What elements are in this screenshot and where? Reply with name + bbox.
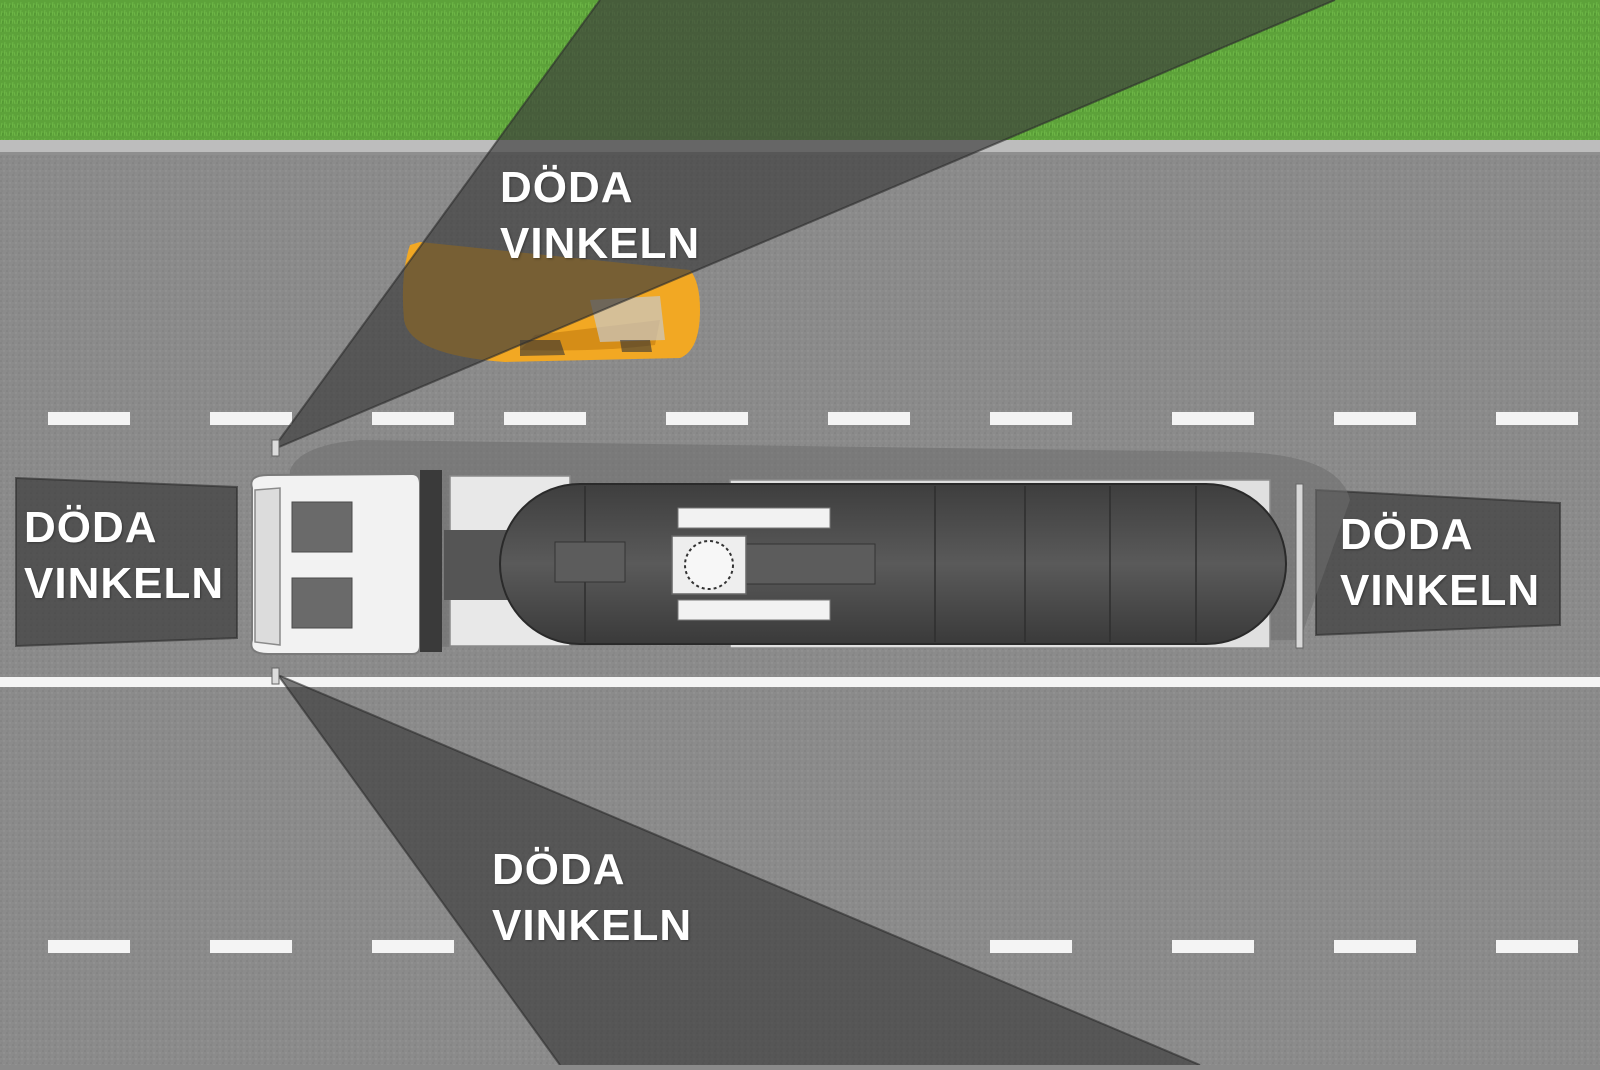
lane-marking-solid bbox=[0, 677, 1600, 687]
blind-zone-top bbox=[271, 0, 1336, 451]
lane-marking-lower bbox=[48, 940, 1578, 953]
label-line-2: VINKELN bbox=[24, 559, 225, 608]
truck-icon bbox=[250, 439, 442, 685]
label-line-1: DÖDA bbox=[24, 503, 158, 552]
blind-zone-front bbox=[15, 476, 238, 648]
blind-zone-bottom bbox=[277, 674, 1201, 1066]
label-line-2: VINKELN bbox=[492, 901, 693, 950]
tanker-trailer-icon bbox=[444, 475, 1304, 649]
label-line-2: VINKELN bbox=[500, 219, 701, 268]
blind-zone-label-top: DÖDA VINKELN bbox=[500, 160, 700, 272]
label-line-2: VINKELN bbox=[1340, 566, 1541, 615]
blind-zone-label-front: DÖDA VINKELN bbox=[24, 500, 224, 612]
blind-zone-label-bottom: DÖDA VINKELN bbox=[492, 842, 692, 954]
label-line-1: DÖDA bbox=[500, 163, 634, 212]
label-line-1: DÖDA bbox=[492, 845, 626, 894]
lane-marking-upper bbox=[48, 412, 1578, 425]
label-line-1: DÖDA bbox=[1340, 510, 1474, 559]
blind-zone-label-rear: DÖDA VINKELN bbox=[1340, 507, 1540, 619]
